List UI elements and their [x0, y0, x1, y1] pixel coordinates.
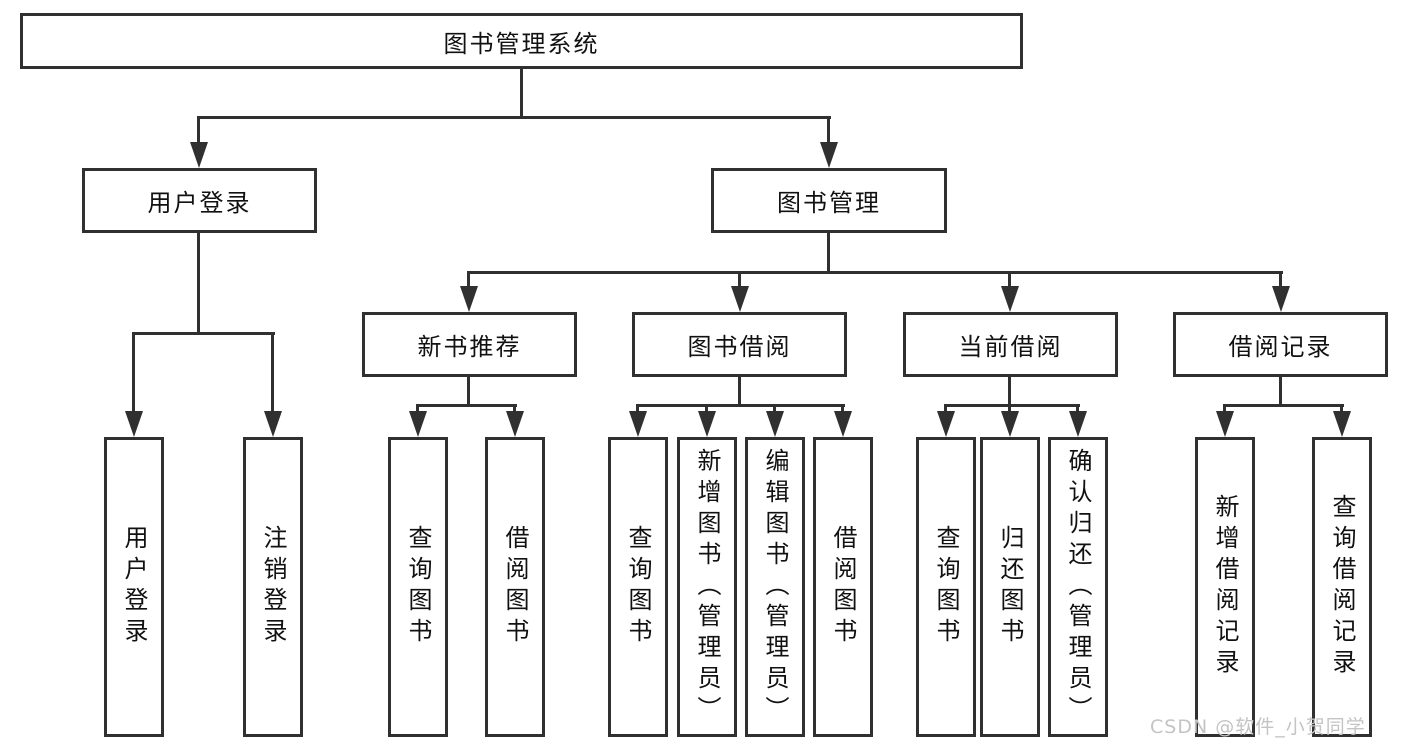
connector-vline — [197, 116, 200, 144]
arrowhead-down-icon — [125, 411, 143, 437]
node-book-borrowing: 图书借阅 — [632, 312, 847, 377]
arrowhead-down-icon — [1001, 286, 1019, 312]
leaf-user-login: 用户登录 — [104, 437, 164, 737]
arrowhead-down-icon — [698, 411, 716, 437]
node-library-system-label: 图书管理系统 — [443, 29, 600, 58]
arrowhead-down-icon — [820, 142, 838, 168]
connector-vline — [827, 233, 830, 273]
node-user-login-label: 用户登录 — [147, 189, 252, 217]
connector-vline — [467, 377, 470, 406]
arrowhead-down-icon — [264, 411, 282, 437]
arrowhead-down-icon — [1272, 286, 1290, 312]
node-borrowing-records: 借阅记录 — [1173, 312, 1388, 377]
connector-vline — [1279, 377, 1282, 406]
connector-vline — [513, 404, 516, 413]
connector-vline — [738, 271, 741, 288]
leaf-logout-login-label: 注销登录 — [259, 525, 287, 649]
leaf-query-borrow-record: 查询借阅记录 — [1312, 437, 1372, 737]
node-current-borrowing-label: 当前借阅 — [958, 333, 1063, 361]
leaf-edit-books-admin: 编辑图书（管理员） — [745, 437, 805, 737]
connector-vline — [738, 377, 741, 406]
leaf-query-books-current-label: 查询图书 — [932, 525, 960, 649]
leaf-borrow-books-borrowing: 借阅图书 — [813, 437, 873, 737]
arrowhead-down-icon — [766, 411, 784, 437]
leaf-query-books-borrowing: 查询图书 — [608, 437, 668, 737]
leaf-borrow-books-borrowing-label: 借阅图书 — [829, 525, 857, 649]
leaf-add-books-admin: 新增图书（管理员） — [677, 437, 737, 737]
arrowhead-down-icon — [731, 286, 749, 312]
arrowhead-down-icon — [506, 411, 524, 437]
connector-vline — [705, 404, 708, 413]
arrowhead-down-icon — [937, 411, 955, 437]
leaf-add-borrow-record-label: 新增借阅记录 — [1211, 494, 1239, 680]
csdn-watermark: CSDN @软件_小贺同学 — [1150, 716, 1366, 738]
arrowhead-down-icon — [190, 142, 208, 168]
leaf-query-books-current: 查询图书 — [916, 437, 976, 737]
connector-hline — [636, 404, 845, 407]
leaf-borrow-books-recommend-label: 借阅图书 — [501, 525, 529, 649]
connector-vline — [1008, 404, 1011, 413]
connector-vline — [416, 404, 419, 413]
connector-vline — [1008, 377, 1011, 406]
node-library-system: 图书管理系统 — [20, 13, 1023, 69]
arrowhead-down-icon — [409, 411, 427, 437]
connector-hline — [197, 116, 831, 119]
connector-vline — [271, 332, 274, 413]
arrowhead-down-icon — [834, 411, 852, 437]
leaf-logout-login: 注销登录 — [243, 437, 303, 737]
node-book-management-label: 图书管理 — [777, 189, 881, 217]
node-user-login: 用户登录 — [82, 168, 317, 233]
node-book-borrowing-label: 图书借阅 — [687, 333, 792, 361]
connector-hline — [416, 404, 517, 407]
leaf-query-books-recommend: 查询图书 — [388, 437, 448, 737]
connector-vline — [467, 271, 470, 288]
connector-hline — [944, 404, 1080, 407]
connector-vline — [1076, 404, 1079, 413]
connector-vline — [132, 332, 135, 413]
connector-vline — [1279, 271, 1282, 288]
arrowhead-down-icon — [1001, 411, 1019, 437]
leaf-borrow-books-recommend: 借阅图书 — [485, 437, 545, 737]
leaf-add-books-admin-label: 新增图书（管理员） — [693, 447, 721, 727]
connector-hline — [467, 271, 1283, 274]
arrowhead-down-icon — [1069, 411, 1087, 437]
leaf-user-login-label: 用户登录 — [120, 525, 148, 649]
leaf-confirm-return-admin-label: 确认归还（管理员） — [1064, 447, 1092, 727]
leaf-return-books: 归还图书 — [980, 437, 1040, 737]
connector-vline — [1340, 404, 1343, 413]
node-borrowing-records-label: 借阅记录 — [1228, 333, 1333, 361]
arrowhead-down-icon — [460, 286, 478, 312]
node-book-management: 图书管理 — [711, 168, 947, 233]
leaf-confirm-return-admin: 确认归还（管理员） — [1048, 437, 1108, 737]
connector-vline — [636, 404, 639, 413]
connector-hline — [1223, 404, 1344, 407]
arrowhead-down-icon — [629, 411, 647, 437]
leaf-edit-books-admin-label: 编辑图书（管理员） — [761, 447, 789, 727]
arrowhead-down-icon — [1333, 411, 1351, 437]
connector-vline — [1008, 271, 1011, 288]
connector-vline — [197, 233, 200, 334]
arrowhead-down-icon — [1216, 411, 1234, 437]
node-current-borrowing: 当前借阅 — [903, 312, 1118, 377]
leaf-query-books-recommend-label: 查询图书 — [404, 525, 432, 649]
node-new-book-recommendation: 新书推荐 — [362, 312, 577, 377]
connector-vline — [520, 69, 523, 118]
connector-vline — [841, 404, 844, 413]
leaf-add-borrow-record: 新增借阅记录 — [1195, 437, 1255, 737]
connector-vline — [773, 404, 776, 413]
leaf-query-books-borrowing-label: 查询图书 — [624, 525, 652, 649]
leaf-query-borrow-record-label: 查询借阅记录 — [1328, 494, 1356, 680]
connector-vline — [1223, 404, 1226, 413]
leaf-return-books-label: 归还图书 — [996, 525, 1024, 649]
connector-vline — [944, 404, 947, 413]
connector-hline — [132, 332, 275, 335]
connector-vline — [827, 116, 830, 144]
node-new-book-recommendation-label: 新书推荐 — [417, 333, 522, 361]
